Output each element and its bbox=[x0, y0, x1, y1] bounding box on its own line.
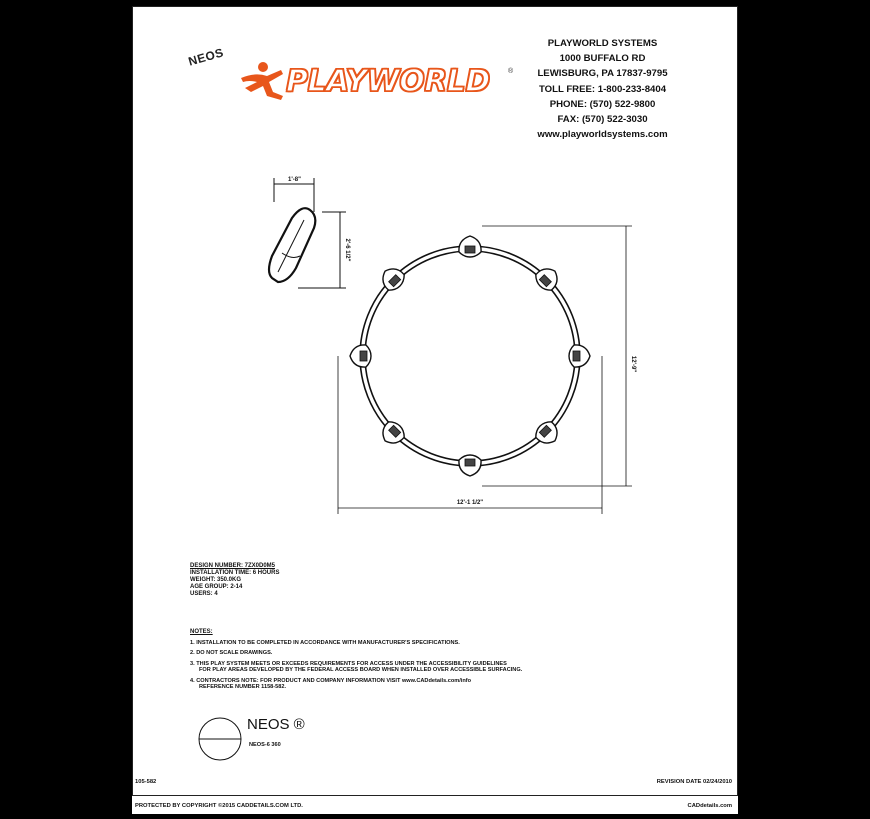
notes-block: NOTES: 1. INSTALLATION TO BE COMPLETED I… bbox=[190, 627, 522, 693]
brand-model: NEOS-6 360 bbox=[249, 742, 281, 748]
registered-mark: ® bbox=[508, 68, 514, 75]
address-line: LEWISBURG, PA 17837-9795 bbox=[537, 68, 668, 80]
note-item: 4. CONTRACTORS NOTE: FOR PRODUCT AND COM… bbox=[190, 677, 472, 684]
note-item: 1. INSTALLATION TO BE COMPLETED IN ACCOR… bbox=[190, 639, 460, 646]
ring-height-dimension: 12'-9" bbox=[630, 356, 636, 372]
note-item: REFERENCE NUMBER 1158-582. bbox=[199, 684, 287, 690]
address-line[interactable]: www.playworldsystems.com bbox=[537, 129, 668, 141]
side-view-part bbox=[267, 178, 346, 289]
address-line: PHONE: (570) 522-9800 bbox=[549, 98, 656, 110]
address-line: FAX: (570) 522-3030 bbox=[557, 114, 648, 126]
revision-date: REVISION DATE 02/24/2010 bbox=[656, 779, 732, 785]
seat-mount bbox=[458, 235, 482, 258]
cad-drawing: 1'-8" 2'-6 1/2" 12'-9" 12'-1 1/2" bbox=[267, 177, 636, 514]
caddetails-link[interactable]: CADdetails.com bbox=[687, 803, 732, 809]
small-width-dimension: 1'-8" bbox=[288, 177, 301, 183]
seat-mount bbox=[535, 268, 558, 291]
drawing-sheet: NEOS PLAYWORLD ® PLAYWORLD SYSTEMS 1000 … bbox=[132, 6, 738, 814]
ring-width-dimension: 12'-1 1/2" bbox=[457, 500, 483, 506]
seat-mount bbox=[568, 344, 591, 368]
design-specs: DESIGN NUMBER: 7ZX0D0M5 INSTALLATION TIM… bbox=[190, 563, 279, 598]
note-item: FOR PLAY AREAS DEVELOPED BY THE FEDERAL … bbox=[199, 667, 523, 673]
small-height-dimension: 2'-6 1/2" bbox=[344, 239, 350, 262]
neos-symbol-icon bbox=[198, 717, 242, 761]
playworld-logo: PLAYWORLD bbox=[285, 63, 491, 100]
brand-name: NEOS ® bbox=[247, 716, 305, 733]
age-group: AGE GROUP: 2-14 bbox=[190, 584, 243, 590]
address-line: 1000 BUFFALO RD bbox=[559, 53, 646, 65]
installation-time: INSTALLATION TIME: 6 HOURS bbox=[190, 570, 280, 576]
users: USERS: 4 bbox=[190, 591, 218, 597]
seat-mount bbox=[535, 421, 558, 444]
seat-mount bbox=[349, 344, 372, 368]
sheet-number: 105-582 bbox=[135, 779, 157, 785]
seat-mount bbox=[458, 454, 482, 477]
seat-mount bbox=[382, 421, 405, 444]
weight: WEIGHT: 350.0KG bbox=[190, 577, 242, 583]
design-number: DESIGN NUMBER: 7ZX0D0M5 bbox=[190, 563, 276, 569]
copyright-notice: PROTECTED BY COPYRIGHT ©2015 CADDETAILS.… bbox=[135, 803, 303, 809]
ring-dimensions bbox=[337, 225, 632, 514]
address-line: TOLL FREE: 1-800-233-8404 bbox=[538, 83, 667, 95]
seat-mount bbox=[382, 268, 405, 291]
note-item: 3. THIS PLAY SYSTEM MEETS OR EXCEEDS REQ… bbox=[190, 660, 507, 667]
seat-group bbox=[349, 235, 591, 477]
playworld-figure-icon bbox=[241, 62, 283, 100]
notes-title: NOTES: bbox=[190, 629, 213, 635]
company-address: PLAYWORLD SYSTEMS 1000 BUFFALO RD LEWISB… bbox=[520, 36, 685, 142]
sheet-border bbox=[132, 6, 738, 796]
address-line: PLAYWORLD SYSTEMS bbox=[547, 38, 658, 49]
note-item: 2. DO NOT SCALE DRAWINGS. bbox=[190, 650, 273, 656]
